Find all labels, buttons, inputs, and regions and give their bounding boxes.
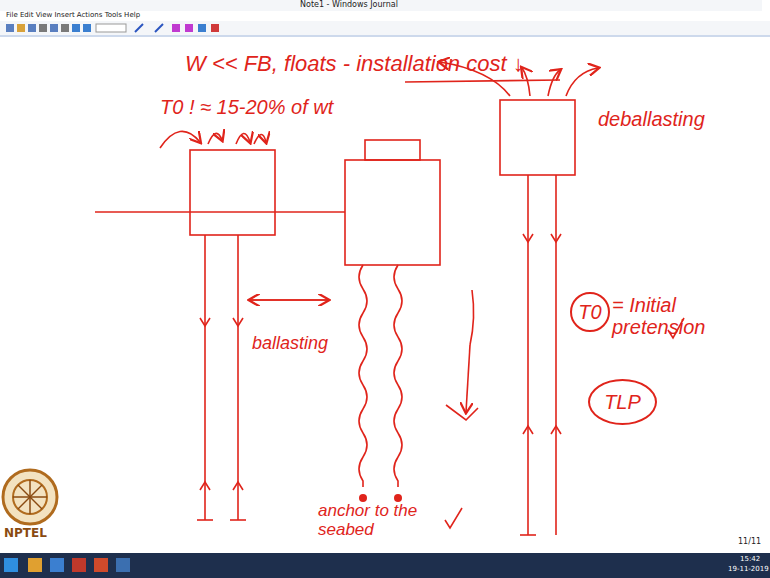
menu-items: File Edit View Insert Actions Tools Help <box>6 12 140 20</box>
deballasting-note: deballasting <box>598 108 705 130</box>
node-text: T0 <box>578 301 601 323</box>
heading-note: W << FB, floats - installation cost ↓ <box>185 52 524 76</box>
taskbar-icons <box>4 558 130 572</box>
tension-note: T0 ! ≈ 15-20% of wt <box>160 96 333 118</box>
title-bar <box>0 0 770 11</box>
clock-date: 19-11-2019 <box>728 566 769 574</box>
logo-text: NPTEL <box>4 527 47 540</box>
page-number: 11/11 <box>738 538 761 547</box>
ballasting-note: ballasting <box>252 334 328 354</box>
anchor-points <box>359 494 402 502</box>
check-mark <box>445 508 462 528</box>
anchor-note: anchor to the seabed <box>318 502 443 539</box>
node-text: TLP <box>604 391 641 413</box>
tool-bar <box>0 21 770 35</box>
toolbar-icons <box>6 24 219 32</box>
ballasted-hull <box>95 131 345 520</box>
tlp-ellipse: TLP <box>588 379 657 425</box>
window-title: Note1 - Windows Journal <box>300 1 398 10</box>
page-top-rule <box>0 36 770 37</box>
clock-time: 15:42 <box>740 556 760 564</box>
nptel-logo <box>3 470 57 524</box>
anchored-hull <box>345 140 478 487</box>
taskbar <box>0 553 770 578</box>
heading-underline <box>405 80 560 82</box>
pretension-note: = Initial pretension <box>612 294 722 338</box>
tension-circle: T0 <box>570 292 610 332</box>
window-buttons <box>762 0 770 11</box>
menu-bar <box>0 11 770 21</box>
